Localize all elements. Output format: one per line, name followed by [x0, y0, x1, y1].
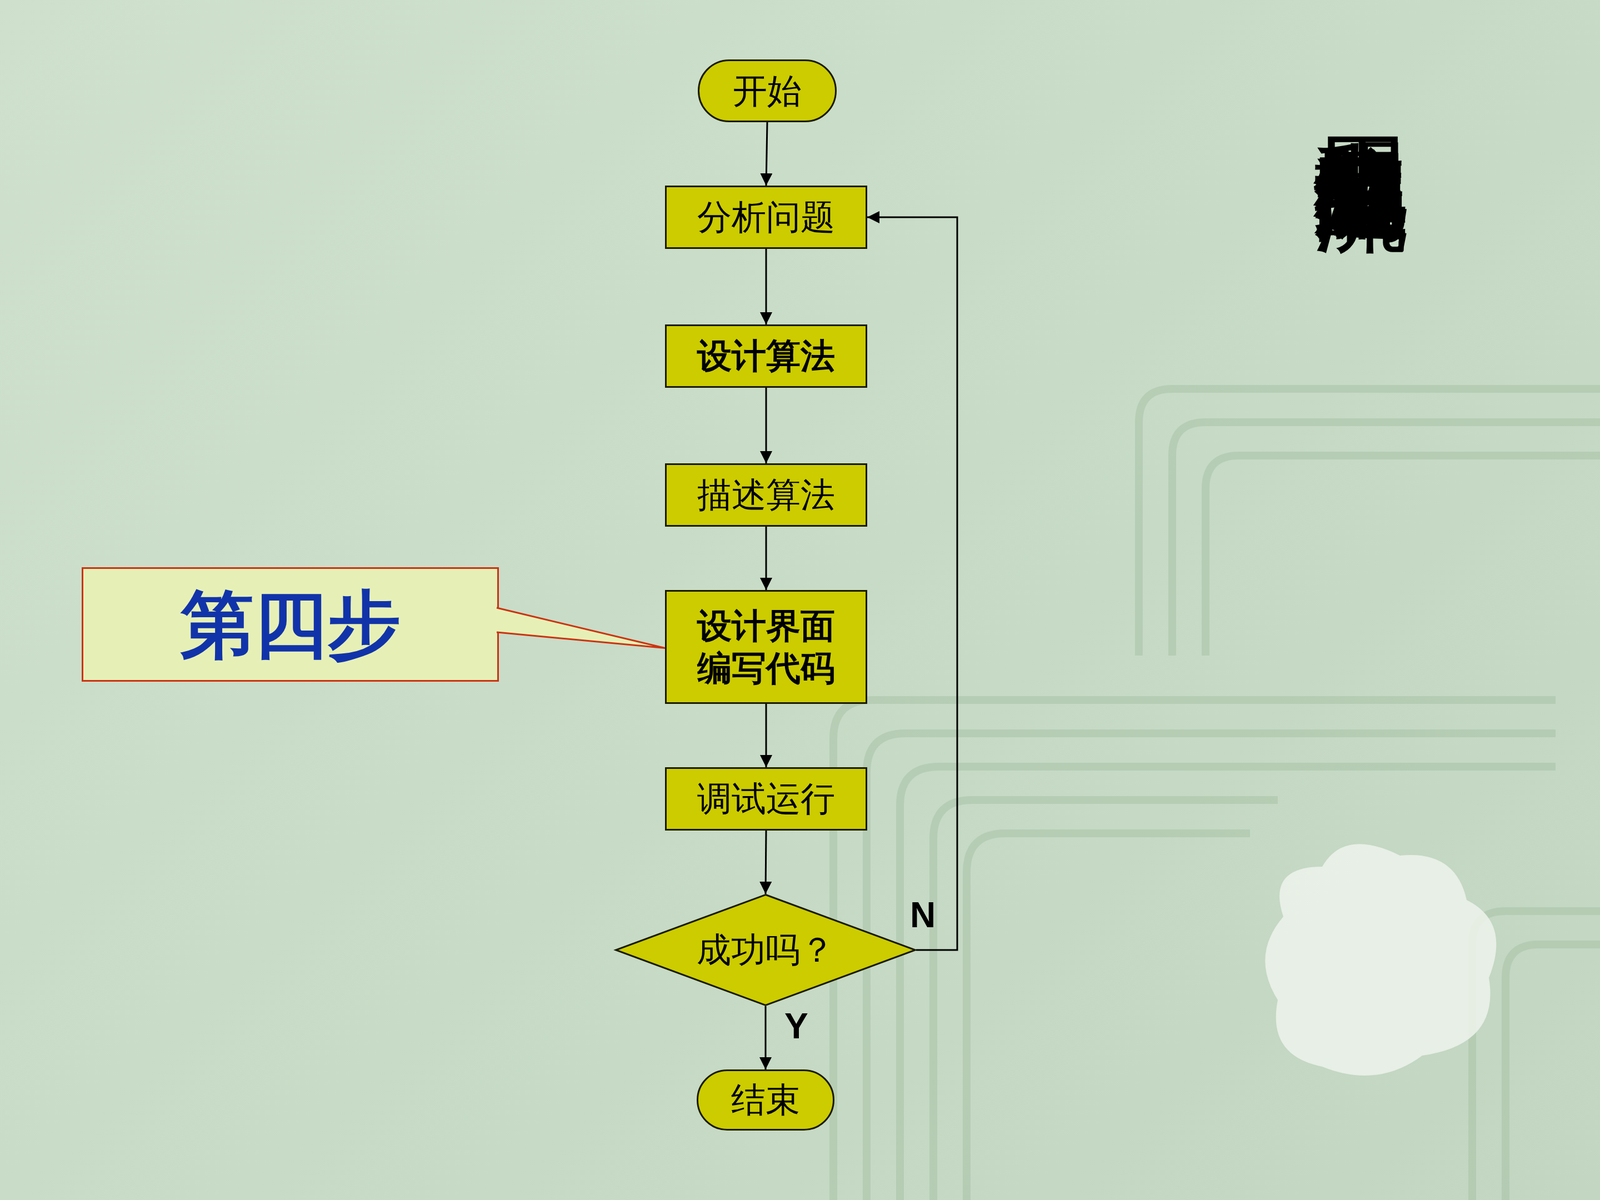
diamond-shape	[616, 895, 916, 1006]
process-box: 调试运行	[665, 767, 868, 831]
node-label: 结束	[714, 1078, 817, 1122]
decision-diamond: 成功吗？	[615, 893, 917, 1007]
edge-label: N	[910, 894, 936, 936]
end-terminal: 结束	[696, 1069, 835, 1131]
node-label: 开始	[716, 70, 819, 113]
callout-box: 第四步	[81, 567, 499, 682]
flow-arrow	[765, 387, 768, 464]
flow-arrow	[765, 703, 768, 768]
edge-label: Y	[784, 1005, 809, 1047]
flow-arrow	[867, 217, 958, 950]
cloud-ornament	[1265, 843, 1497, 1076]
node-label: 描述算法	[680, 473, 852, 517]
flow-arrow	[766, 122, 768, 186]
callout-pointer	[496, 607, 665, 649]
node-label: 调试运行	[680, 777, 852, 820]
node-label: 成功吗？	[680, 928, 852, 972]
flow-arrow	[765, 830, 767, 894]
flow-arrow	[765, 1006, 767, 1070]
node-label: 分析问题	[680, 196, 852, 239]
meander-pattern	[833, 388, 1600, 1200]
start-terminal: 开始	[697, 59, 837, 123]
callout-text: 第四步	[163, 579, 418, 669]
slide-title: 用电脑编程解题的流程	[1308, 62, 1414, 1063]
process-box: 设计算法	[665, 324, 868, 388]
process-box: 描述算法	[665, 463, 868, 527]
process-box: 设计界面 编写代码	[665, 590, 868, 704]
process-box: 分析问题	[665, 185, 868, 249]
node-label: 设计界面 编写代码	[666, 605, 866, 689]
node-label: 设计算法	[680, 335, 852, 378]
flow-arrow	[765, 526, 768, 590]
flow-arrow	[765, 248, 768, 325]
